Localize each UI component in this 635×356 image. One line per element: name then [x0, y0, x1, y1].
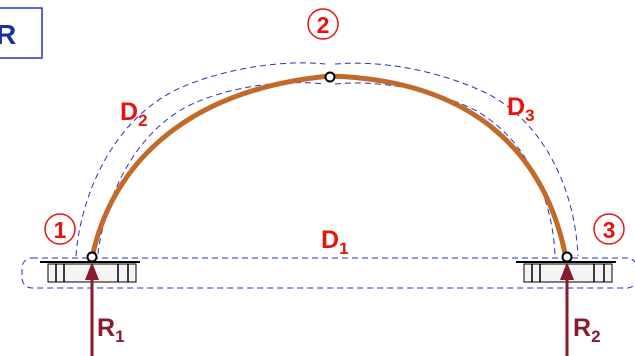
region-d2-outline [75, 62, 326, 257]
hinge-right [561, 251, 573, 263]
node-1-number: 1 [54, 217, 67, 243]
reaction-arrow-r1 [85, 262, 99, 356]
node-2-number: 2 [317, 12, 330, 38]
region-d3-outline [334, 62, 579, 257]
node-3-number: 3 [603, 217, 616, 243]
region-d1-outline [21, 257, 635, 289]
label-r1: R1 [97, 314, 125, 346]
node-1-marker: 1 [44, 213, 76, 245]
node-3-marker: 3 [593, 213, 625, 245]
corner-label-box: R [0, 7, 43, 59]
corner-label-text: R [0, 19, 16, 50]
reaction-arrow-r2 [560, 262, 574, 356]
hinge-top [324, 71, 336, 83]
label-d2: D2 [120, 98, 148, 130]
label-d1: D1 [321, 226, 349, 258]
label-r2: R2 [573, 314, 601, 346]
label-d3: D3 [507, 93, 535, 125]
hinge-left [86, 251, 98, 263]
node-2-marker: 2 [307, 8, 339, 40]
